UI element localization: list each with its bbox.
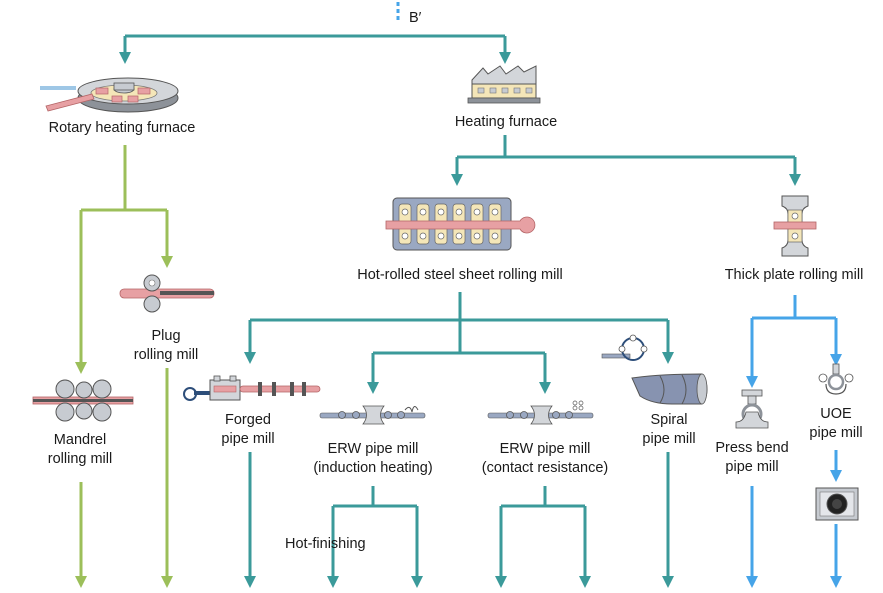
connector-heating-split bbox=[457, 135, 795, 159]
hot-rolled-mill-icon bbox=[385, 197, 536, 251]
rotary-furnace-icon bbox=[40, 77, 179, 113]
heating-furnace-icon bbox=[467, 65, 541, 104]
output-erw-induction bbox=[331, 486, 419, 582]
heating-furnace-label: Heating furnace bbox=[455, 114, 557, 130]
uoe-mill-icon bbox=[818, 363, 854, 395]
forged-mill-icon bbox=[183, 375, 321, 401]
hot-finishing-label: Hot-finishing bbox=[285, 536, 366, 552]
mandrel-mill-icon bbox=[32, 379, 134, 422]
output-erw-contact bbox=[499, 486, 587, 582]
erw-contact-label: ERW pipe mill(contact resistance) bbox=[482, 441, 609, 476]
connector-erw-split bbox=[373, 320, 545, 355]
spiral-mill-icon bbox=[601, 334, 708, 405]
connector-rotary-split bbox=[81, 145, 167, 212]
hot-rolled-mill-label: Hot-rolled steel sheet rolling mill bbox=[357, 267, 563, 283]
connector-thick-split bbox=[752, 295, 836, 320]
rotary-furnace-label: Rotary heating furnace bbox=[49, 120, 196, 136]
plug-mill-icon bbox=[119, 274, 215, 313]
erw-induction-icon bbox=[319, 405, 426, 425]
erw-contact-icon bbox=[487, 400, 594, 425]
erw-induction-label: ERW pipe mill(induction heating) bbox=[313, 441, 432, 476]
connector-hot-rolled-split bbox=[250, 292, 668, 322]
thick-plate-mill-label: Thick plate rolling mill bbox=[725, 267, 864, 283]
press-bend-icon bbox=[735, 389, 769, 429]
top-marker-label: B′ bbox=[409, 10, 422, 26]
thick-plate-mill-icon bbox=[773, 195, 817, 257]
connectors bbox=[75, 2, 842, 588]
expander-icon bbox=[815, 487, 859, 521]
